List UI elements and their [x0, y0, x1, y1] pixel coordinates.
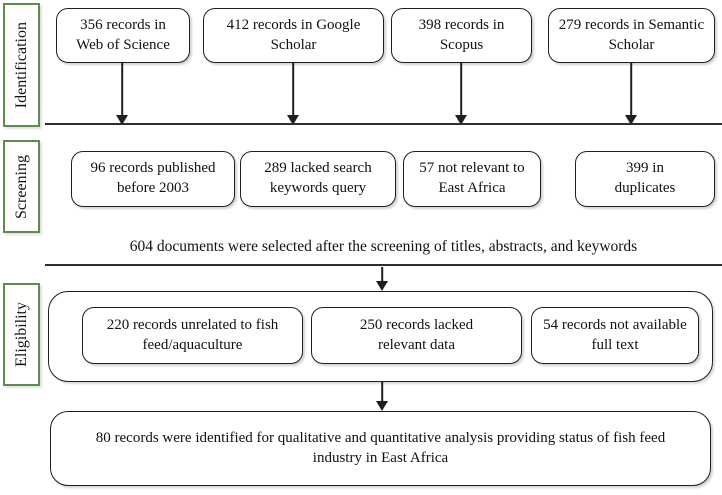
stage-tab-identification: Identification: [3, 3, 40, 127]
box-duplicates: 399 in duplicates: [575, 151, 715, 207]
stage-tab-screening: Screening: [3, 140, 40, 233]
down-arrow-icon: [375, 267, 389, 291]
box-semantic-scholar-label: 279 records in Semantic Scholar: [558, 16, 705, 53]
box-no-full-text: 54 records not available full text: [531, 307, 699, 364]
box-web-of-science: 356 records in Web of Science: [56, 8, 190, 63]
stage-label-eligibility: Eligibility: [12, 302, 30, 367]
box-lacked-relevant-data: 250 records lacked relevant data: [311, 307, 522, 364]
box-lacked-keywords: 289 lacked search keywords query: [240, 151, 396, 207]
divider-identification-screening: [45, 123, 722, 125]
box-unrelated-fish-feed: 220 records unrelated to fish feed/aquac…: [82, 307, 303, 364]
stage-label-screening: Screening: [12, 154, 30, 219]
box-not-relevant-label: 57 not relevant to East Africa: [419, 160, 525, 196]
down-arrow-icon: [624, 63, 638, 125]
result-box: 80 records were identified for qualitati…: [50, 411, 711, 486]
box-semantic-scholar: 279 records in Semantic Scholar: [548, 8, 715, 63]
screening-note: 604 documents were selected after the sc…: [129, 238, 638, 255]
result-box-label: 80 records were identified for qualitati…: [95, 429, 666, 466]
box-google-scholar-label: 412 records in Google Scholar: [226, 16, 361, 53]
down-arrow-icon: [115, 63, 129, 125]
box-no-full-text-label: 54 records not available full text: [543, 316, 687, 353]
box-scopus: 398 records in Scopus: [391, 8, 532, 63]
stage-label-identification: Identification: [12, 21, 30, 109]
box-duplicates-label: 399 in duplicates: [614, 160, 676, 196]
stage-tab-eligibility: Eligibility: [3, 283, 40, 386]
divider-screening-eligibility: [45, 264, 722, 266]
box-published-before-2003: 96 records published before 2003: [71, 151, 235, 207]
box-scopus-label: 398 records in Scopus: [418, 16, 505, 53]
box-google-scholar: 412 records in Google Scholar: [203, 8, 384, 63]
box-published-before-2003-label: 96 records published before 2003: [90, 160, 216, 196]
down-arrow-icon: [286, 63, 300, 125]
box-web-of-science-label: 356 records in Web of Science: [76, 16, 170, 53]
box-not-relevant: 57 not relevant to East Africa: [403, 151, 541, 207]
box-unrelated-fish-feed-label: 220 records unrelated to fish feed/aquac…: [106, 316, 279, 353]
box-lacked-keywords-label: 289 lacked search keywords query: [264, 160, 372, 196]
box-lacked-relevant-data-label: 250 records lacked relevant data: [359, 316, 474, 353]
down-arrow-icon: [454, 63, 468, 125]
down-arrow-icon: [375, 382, 389, 411]
